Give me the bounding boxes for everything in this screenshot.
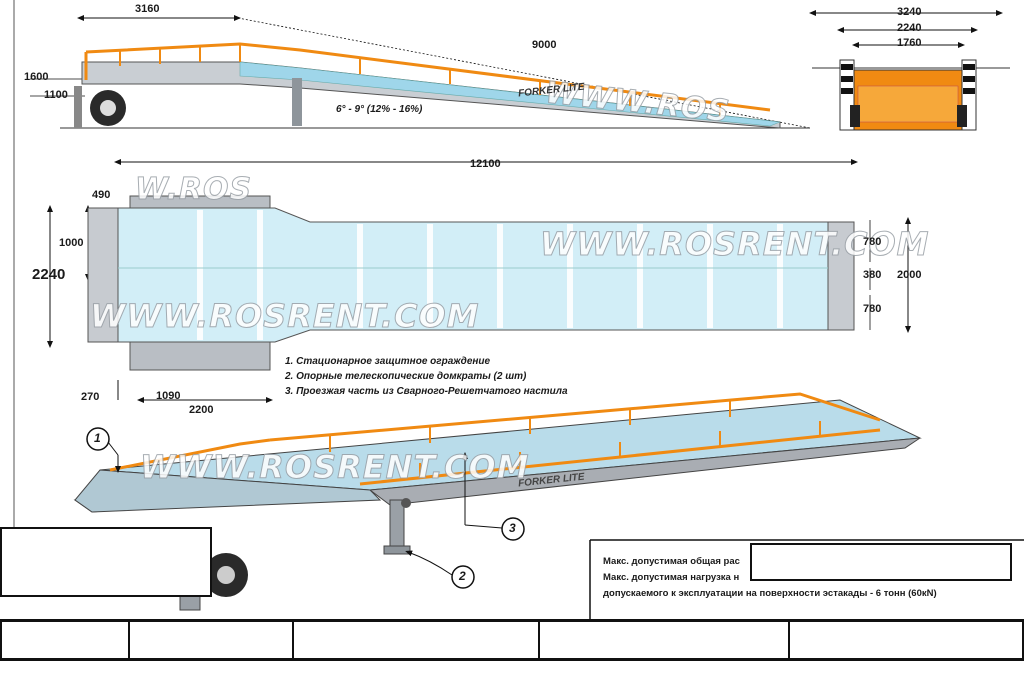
title-block-cell — [538, 620, 790, 660]
dim-380: 380 — [863, 269, 882, 281]
note-item-3: 3. Проезжая часть из Сварного-Решетчатог… — [285, 386, 568, 397]
dim-2240-end: 2240 — [897, 22, 922, 34]
note-item-2: 2. Опорные телескопические домкраты (2 ш… — [285, 371, 527, 382]
perspective-view — [73, 392, 922, 611]
dim-1100: 1100 — [44, 89, 68, 101]
dim-1000: 1000 — [59, 237, 84, 249]
callout-3: 3 — [509, 521, 516, 535]
redacted-box — [750, 543, 1012, 581]
dim-1600: 1600 — [24, 71, 49, 83]
dim-2240-top: 2240 — [32, 266, 66, 283]
end-view — [809, 10, 1010, 131]
dim-1760: 1760 — [897, 37, 922, 49]
watermark-text: WWW.ROSRENT.COM — [140, 448, 530, 487]
watermark-text: W.ROS — [134, 172, 253, 208]
side-view — [30, 15, 811, 129]
dim-9000: 9000 — [532, 39, 557, 51]
note-item-1: 1. Стационарное защитное ограждение — [285, 356, 491, 367]
callout-1: 1 — [94, 431, 101, 445]
slope-label: 6° - 9° (12% - 16%) — [336, 104, 423, 115]
info-line-1: Макс. допустимая общая рас — [603, 556, 740, 567]
info-line-2: Макс. допустимая нагрузка н — [603, 572, 740, 583]
dim-line-9000 — [237, 17, 811, 129]
title-block-cell — [0, 620, 130, 660]
dim-490: 490 — [92, 189, 111, 201]
dim-2000: 2000 — [897, 269, 922, 281]
dim-780-top: 780 — [863, 236, 882, 248]
dim-2200: 2200 — [189, 404, 214, 416]
info-line-3: допускаемого к эксплуатации на поверхнос… — [603, 588, 937, 599]
dim-270: 270 — [81, 391, 100, 403]
dim-780-bottom: 780 — [863, 303, 882, 315]
callout-2: 2 — [459, 569, 466, 583]
watermark-text: WWW.ROSRENT.COM — [540, 225, 930, 264]
dim-12100: 12100 — [470, 158, 501, 170]
title-block-cell — [292, 620, 540, 660]
top-view — [47, 159, 911, 403]
title-block-cell — [128, 620, 294, 660]
dim-3160: 3160 — [135, 3, 160, 15]
dim-3240: 3240 — [897, 6, 922, 18]
redacted-box — [0, 527, 212, 597]
watermark-text: WWW.ROSRENT.COM — [90, 297, 480, 336]
title-block-cell — [788, 620, 1024, 660]
dim-1090: 1090 — [156, 390, 181, 402]
